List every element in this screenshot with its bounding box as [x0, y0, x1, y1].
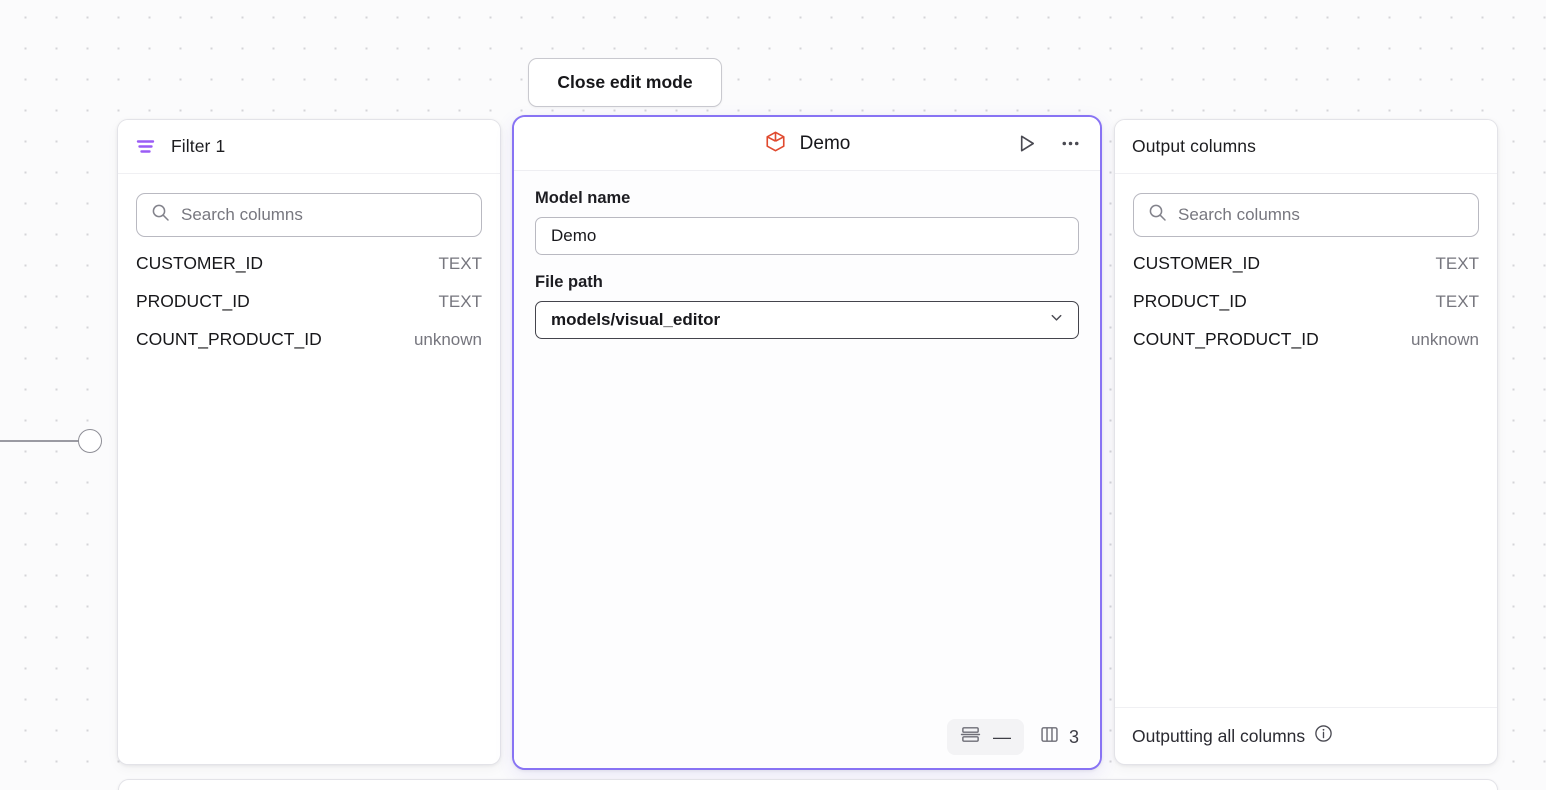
- connection-edge: [0, 440, 82, 442]
- row-count-value: —: [992, 726, 1011, 747]
- file-path-select[interactable]: models/visual_editor: [535, 301, 1079, 339]
- model-stats-footer: — 3: [946, 719, 1085, 755]
- output-panel-header: Output columns: [1115, 120, 1497, 174]
- column-type: TEXT: [1435, 254, 1479, 273]
- search-icon: [151, 203, 170, 227]
- output-column-list: CUSTOMER_ID TEXT PRODUCT_ID TEXT COUNT_P…: [1115, 237, 1497, 367]
- output-search-field[interactable]: [1133, 193, 1479, 237]
- model-panel-body: Model name Demo File path models/visual_…: [514, 171, 1100, 768]
- column-name: CUSTOMER_ID: [136, 253, 264, 273]
- model-node-panel[interactable]: Demo Model name Demo: [512, 115, 1102, 770]
- column-name: COUNT_PRODUCT_ID: [136, 329, 322, 349]
- model-name-input[interactable]: Demo: [535, 217, 1079, 255]
- ellipsis-icon[interactable]: [1057, 130, 1084, 157]
- table-row[interactable]: CUSTOMER_ID TEXT: [1133, 253, 1479, 291]
- file-path-label: File path: [535, 273, 603, 291]
- filter-panel-header: Filter 1: [118, 120, 500, 174]
- model-panel-header: Demo: [514, 117, 1100, 171]
- filter-panel-title: Filter 1: [171, 136, 226, 156]
- model-name-label: Model name: [535, 189, 631, 207]
- filter-search-field[interactable]: [136, 193, 482, 237]
- output-search-input[interactable]: [1178, 205, 1464, 225]
- output-footer-label: Outputting all columns: [1132, 725, 1306, 746]
- column-type: unknown: [1410, 330, 1479, 349]
- column-type: TEXT: [438, 292, 482, 311]
- output-columns-panel[interactable]: Output columns CUSTOMER_ID TEXT PROD: [1114, 119, 1498, 765]
- column-type: TEXT: [438, 254, 482, 273]
- column-count-value: 3: [1068, 726, 1079, 747]
- table-row[interactable]: COUNT_PRODUCT_ID unknown: [136, 329, 482, 367]
- close-edit-mode-button[interactable]: Close edit mode: [528, 58, 722, 107]
- column-name: PRODUCT_ID: [136, 291, 250, 311]
- row-count-chip[interactable]: —: [946, 719, 1024, 755]
- model-panel-title: Demo: [799, 132, 851, 154]
- column-count-chip[interactable]: 3: [1033, 719, 1085, 755]
- column-name: PRODUCT_ID: [1133, 291, 1247, 311]
- cube-icon: [764, 130, 787, 158]
- file-path-value: models/visual_editor: [551, 310, 721, 329]
- play-icon[interactable]: [1013, 130, 1040, 157]
- table-row[interactable]: CUSTOMER_ID TEXT: [136, 253, 482, 291]
- filter-column-list: CUSTOMER_ID TEXT PRODUCT_ID TEXT COUNT_P…: [118, 237, 500, 367]
- table-row[interactable]: PRODUCT_ID TEXT: [1133, 291, 1479, 329]
- rows-icon: [960, 724, 981, 750]
- chevron-down-icon: [1048, 309, 1065, 331]
- output-panel-footer: Outputting all columns: [1115, 707, 1497, 764]
- search-icon: [1148, 203, 1167, 227]
- output-panel-title: Output columns: [1132, 136, 1256, 156]
- columns-icon: [1039, 724, 1060, 750]
- column-type: unknown: [413, 330, 482, 349]
- column-type: TEXT: [1435, 292, 1479, 311]
- output-panel-body: CUSTOMER_ID TEXT PRODUCT_ID TEXT COUNT_P…: [1115, 174, 1497, 707]
- lower-node-panel[interactable]: [118, 779, 1498, 790]
- column-name: CUSTOMER_ID: [1133, 253, 1261, 273]
- table-row[interactable]: PRODUCT_ID TEXT: [136, 291, 482, 329]
- filter-node-panel[interactable]: Filter 1 CUSTOMER_ID TEXT PRODUCT_ID: [117, 119, 501, 765]
- column-name: COUNT_PRODUCT_ID: [1133, 329, 1319, 349]
- filter-search-input[interactable]: [181, 205, 467, 225]
- info-icon[interactable]: [1314, 724, 1333, 748]
- table-row[interactable]: COUNT_PRODUCT_ID unknown: [1133, 329, 1479, 367]
- connection-handle[interactable]: [78, 429, 102, 453]
- filter-panel-body: CUSTOMER_ID TEXT PRODUCT_ID TEXT COUNT_P…: [118, 174, 500, 764]
- filter-icon: [135, 136, 156, 157]
